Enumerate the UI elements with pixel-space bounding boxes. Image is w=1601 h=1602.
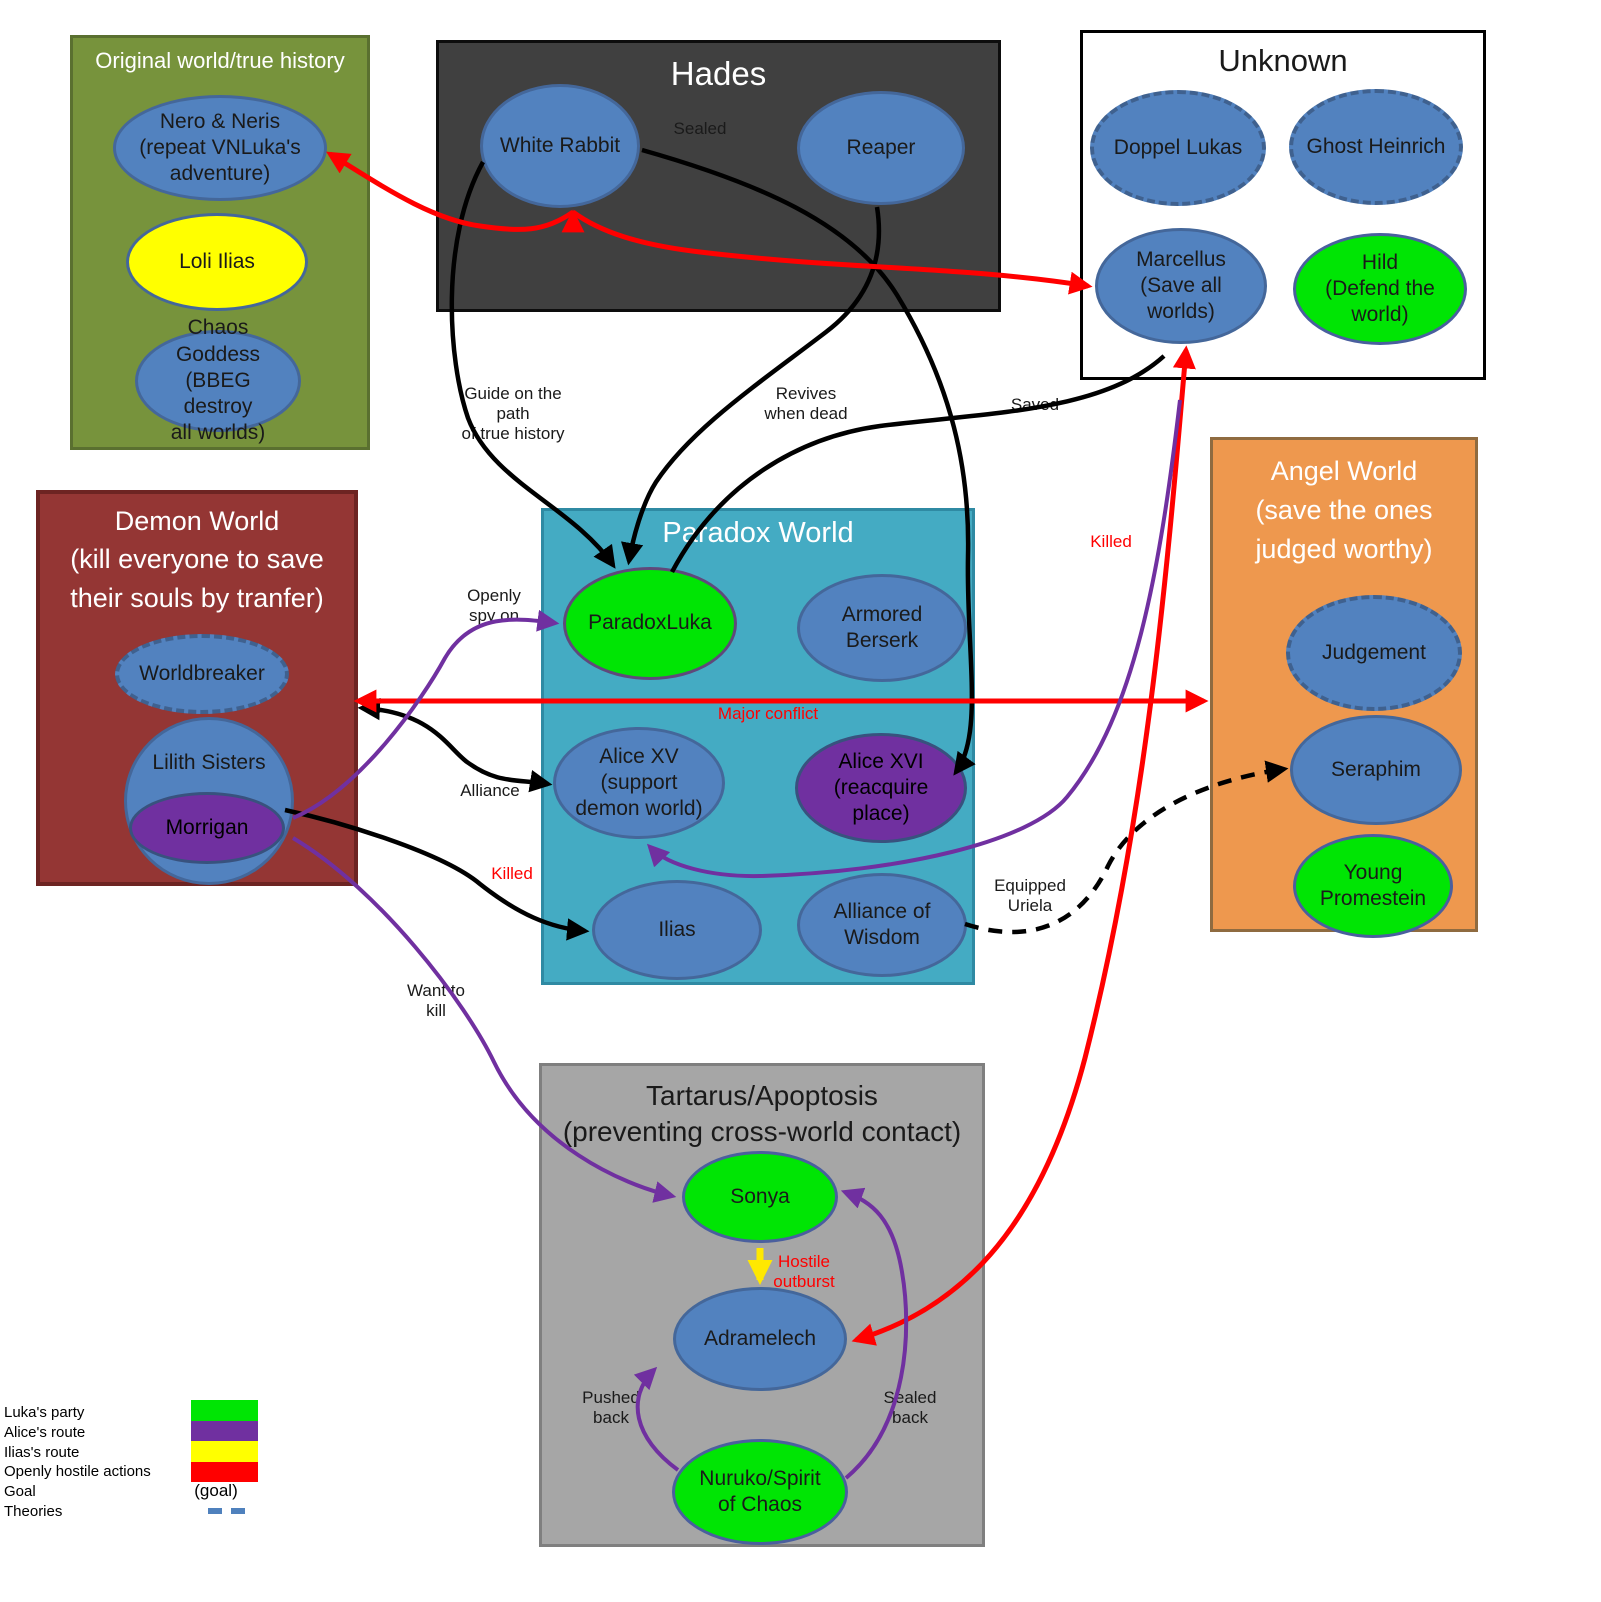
legend-label-goal: Goal [4,1483,36,1500]
node-reaper: Reaper [797,91,965,205]
group-hades-title: Hades [670,55,767,92]
legend-label-hostile-actions: Openly hostile actions [4,1463,151,1480]
edge-label-want-to-kill: Want to kill [407,981,465,1021]
group-unknown-title: Unknown [1218,43,1348,78]
node-young-promestein: Young Promestein [1293,834,1453,938]
edge-label-revives: Revives when dead [764,384,848,424]
node-marcellus: Marcellus (Save all worlds) [1095,228,1267,344]
group-demon-world-title: Demon World (kill everyone to save their… [70,506,324,613]
node-alice-xvi: Alice XVI (reacquire place) [795,733,967,843]
legend-label-theories: Theories [4,1503,63,1520]
node-morrigan: Morrigan [129,792,285,864]
legend-label-iliass-route: Ilias's route [4,1444,80,1461]
group-paradox-world-title: Paradox World [662,517,854,549]
legend-swatch-alices-route [191,1421,258,1441]
node-white-rabbit: White Rabbit [480,84,640,208]
group-angel-world-title: Angel World (save the ones judged worthy… [1255,456,1433,565]
edge-label-killed-marcellus: Killed [1090,532,1132,551]
node-sonya: Sonya [682,1151,838,1243]
group-original-world-title: Original world/true history [95,48,345,73]
legend-label-alices-route: Alice's route [4,1424,86,1441]
legend-swatch-lukas-party [191,1400,258,1421]
edge-label-sealed: Sealed [673,119,727,138]
edge-label-major-conflict: Major conflict [717,704,819,723]
edge-label-equipped-uriela: Equipped Uriela [994,876,1066,916]
node-hild: Hild (Defend the world) [1293,233,1467,345]
node-worldbreaker: Worldbreaker [115,634,289,714]
node-ghost-heinrich: Ghost Heinrich [1289,89,1463,205]
edge-label-pushed-back: Pushed back [582,1388,640,1428]
node-judgement: Judgement [1286,595,1462,711]
edge-label-sealed-back: Sealed back [883,1388,937,1428]
legend-label-lukas-party: Luka's party [4,1404,85,1421]
edge-label-guide: Guide on the path of true history [461,384,565,444]
node-nero-neris: Nero & Neris (repeat VNLuka's adventure) [113,95,327,201]
edge-label-openly-spy: Openly spy on [467,586,521,626]
node-loli-ilias: Loli Ilias [126,213,308,311]
node-chaos-goddess: Chaos Goddess (BBEG destroy all worlds) [135,316,301,444]
legend-swatch-hostile-actions [191,1462,258,1482]
edge-label-alliance: Alliance [460,781,520,800]
legend-goal-marker: (goal) [194,1481,238,1500]
node-nuruko: Nuruko/Spirit of Chaos [672,1439,848,1545]
node-doppel-lukas: Doppel Lukas [1090,90,1266,206]
edge-label-saved: Saved [1010,395,1060,414]
legend-swatch-iliass-route [191,1441,258,1462]
node-adramelech: Adramelech [673,1287,847,1391]
edge-label-killed-ilias: Killed [491,864,533,883]
node-ilias: Ilias [592,880,762,980]
edge-alliance [357,697,553,793]
node-alice-xv: Alice XV (support demon world) [553,727,725,839]
node-seraphim: Seraphim [1290,715,1462,825]
edge-label-hostile-outburst: Hostile outburst [773,1252,835,1292]
group-tartarus-title: Tartarus/Apoptosis (preventing cross-wor… [562,1080,962,1148]
node-armored-berserk: Armored Berserk [797,574,967,682]
node-alliance-of-wisdom: Alliance of Wisdom [797,873,967,977]
node-paradoxluka: ParadoxLuka [563,567,737,680]
